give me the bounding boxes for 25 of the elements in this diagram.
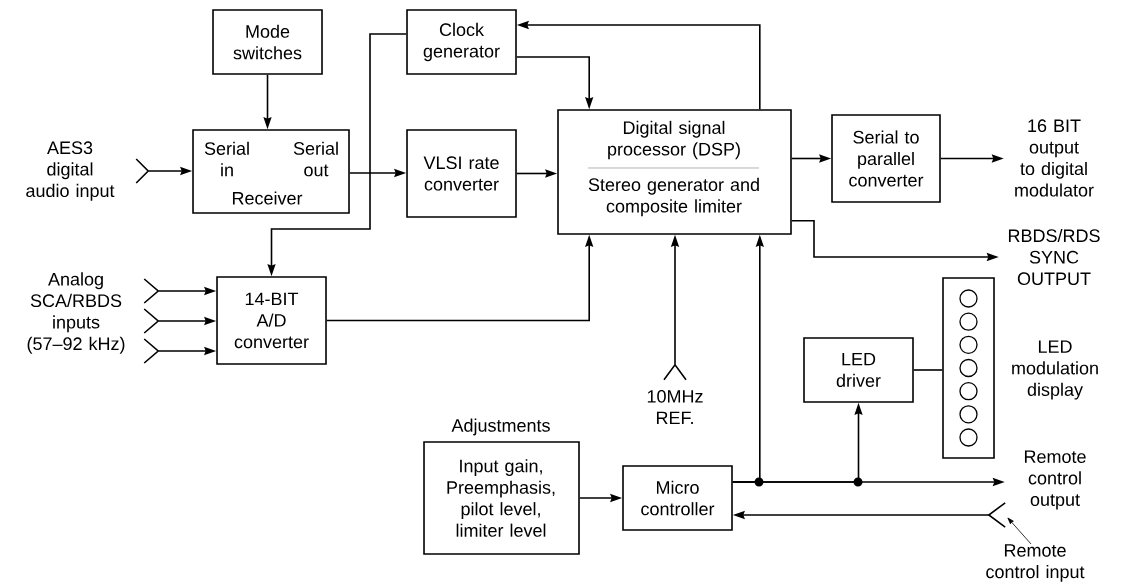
leader-line <box>1007 517 1032 545</box>
signal-label: RBDS/RDS SYNC OUTPUT <box>1008 228 1100 286</box>
box-text: Stereo generator and composite limiter <box>588 177 759 217</box>
signal-label: AES3 digital audio input <box>26 141 115 201</box>
connector-line <box>913 369 943 371</box>
box-text: Receiver <box>232 191 303 205</box>
block-box: VLSI rate converter <box>406 129 517 218</box>
signal-label: Remote control input <box>986 544 1085 582</box>
block-box: 14-BIT A/D converter <box>216 276 327 365</box>
signal-label: 16 BIT output to digital modulator <box>1015 119 1094 197</box>
signal-label: Analog SCA/RBDS inputs (57–92 kHz) <box>27 272 125 354</box>
box-text: Serial out <box>293 141 338 177</box>
block-box: LED driver <box>803 337 914 403</box>
heading: Adjustments <box>451 418 550 436</box>
block-box: Micro controller <box>622 465 733 531</box>
block-box: Serial to parallel converter <box>831 114 941 203</box>
box-text: Digital signal processor (DSP) <box>608 120 740 160</box>
input-jack <box>987 502 1006 528</box>
signal-label: Remote control output <box>1024 450 1086 510</box>
box-text: Input gain, Preemphasis, pilot level, limiter level <box>447 459 555 537</box>
signal-label: 10MHz REF. <box>647 389 703 425</box>
block-box: Clock generator <box>406 9 517 75</box>
block-box: Mode switches <box>212 9 323 75</box>
node-caption: LED modulation display <box>1012 340 1098 400</box>
box-text: Serial in <box>204 141 249 177</box>
